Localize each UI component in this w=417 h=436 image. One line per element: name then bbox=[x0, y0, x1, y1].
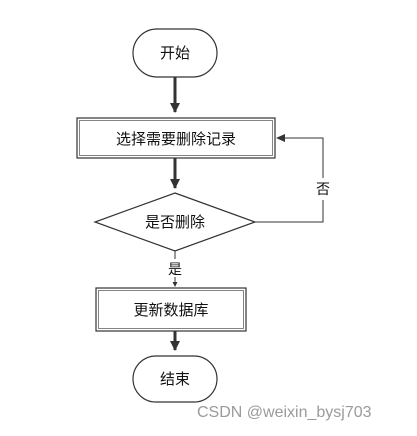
delete-decision-label: 是否删除 bbox=[145, 213, 205, 231]
select-record-label: 选择需要删除记录 bbox=[116, 130, 236, 148]
watermark-text: CSDN @weixin_bysj703 bbox=[197, 404, 372, 421]
delete-decision-node: 是否删除 bbox=[93, 192, 257, 252]
end-node: 结束 bbox=[132, 355, 218, 403]
yes-label-bg bbox=[166, 259, 184, 277]
yes-branch-arrowhead bbox=[172, 282, 178, 287]
start-node: 开始 bbox=[132, 28, 218, 78]
end-label: 结束 bbox=[160, 370, 190, 388]
no-branch-label: 否 bbox=[316, 182, 330, 198]
start-label: 开始 bbox=[160, 44, 190, 62]
update-database-node: 更新数据库 bbox=[95, 287, 247, 332]
no-label-bg bbox=[315, 178, 331, 200]
yes-branch-label: 是 bbox=[168, 262, 182, 278]
no-branch-arrowhead bbox=[276, 134, 285, 142]
select-record-node: 选择需要删除记录 bbox=[76, 117, 276, 159]
update-database-label: 更新数据库 bbox=[133, 301, 208, 319]
